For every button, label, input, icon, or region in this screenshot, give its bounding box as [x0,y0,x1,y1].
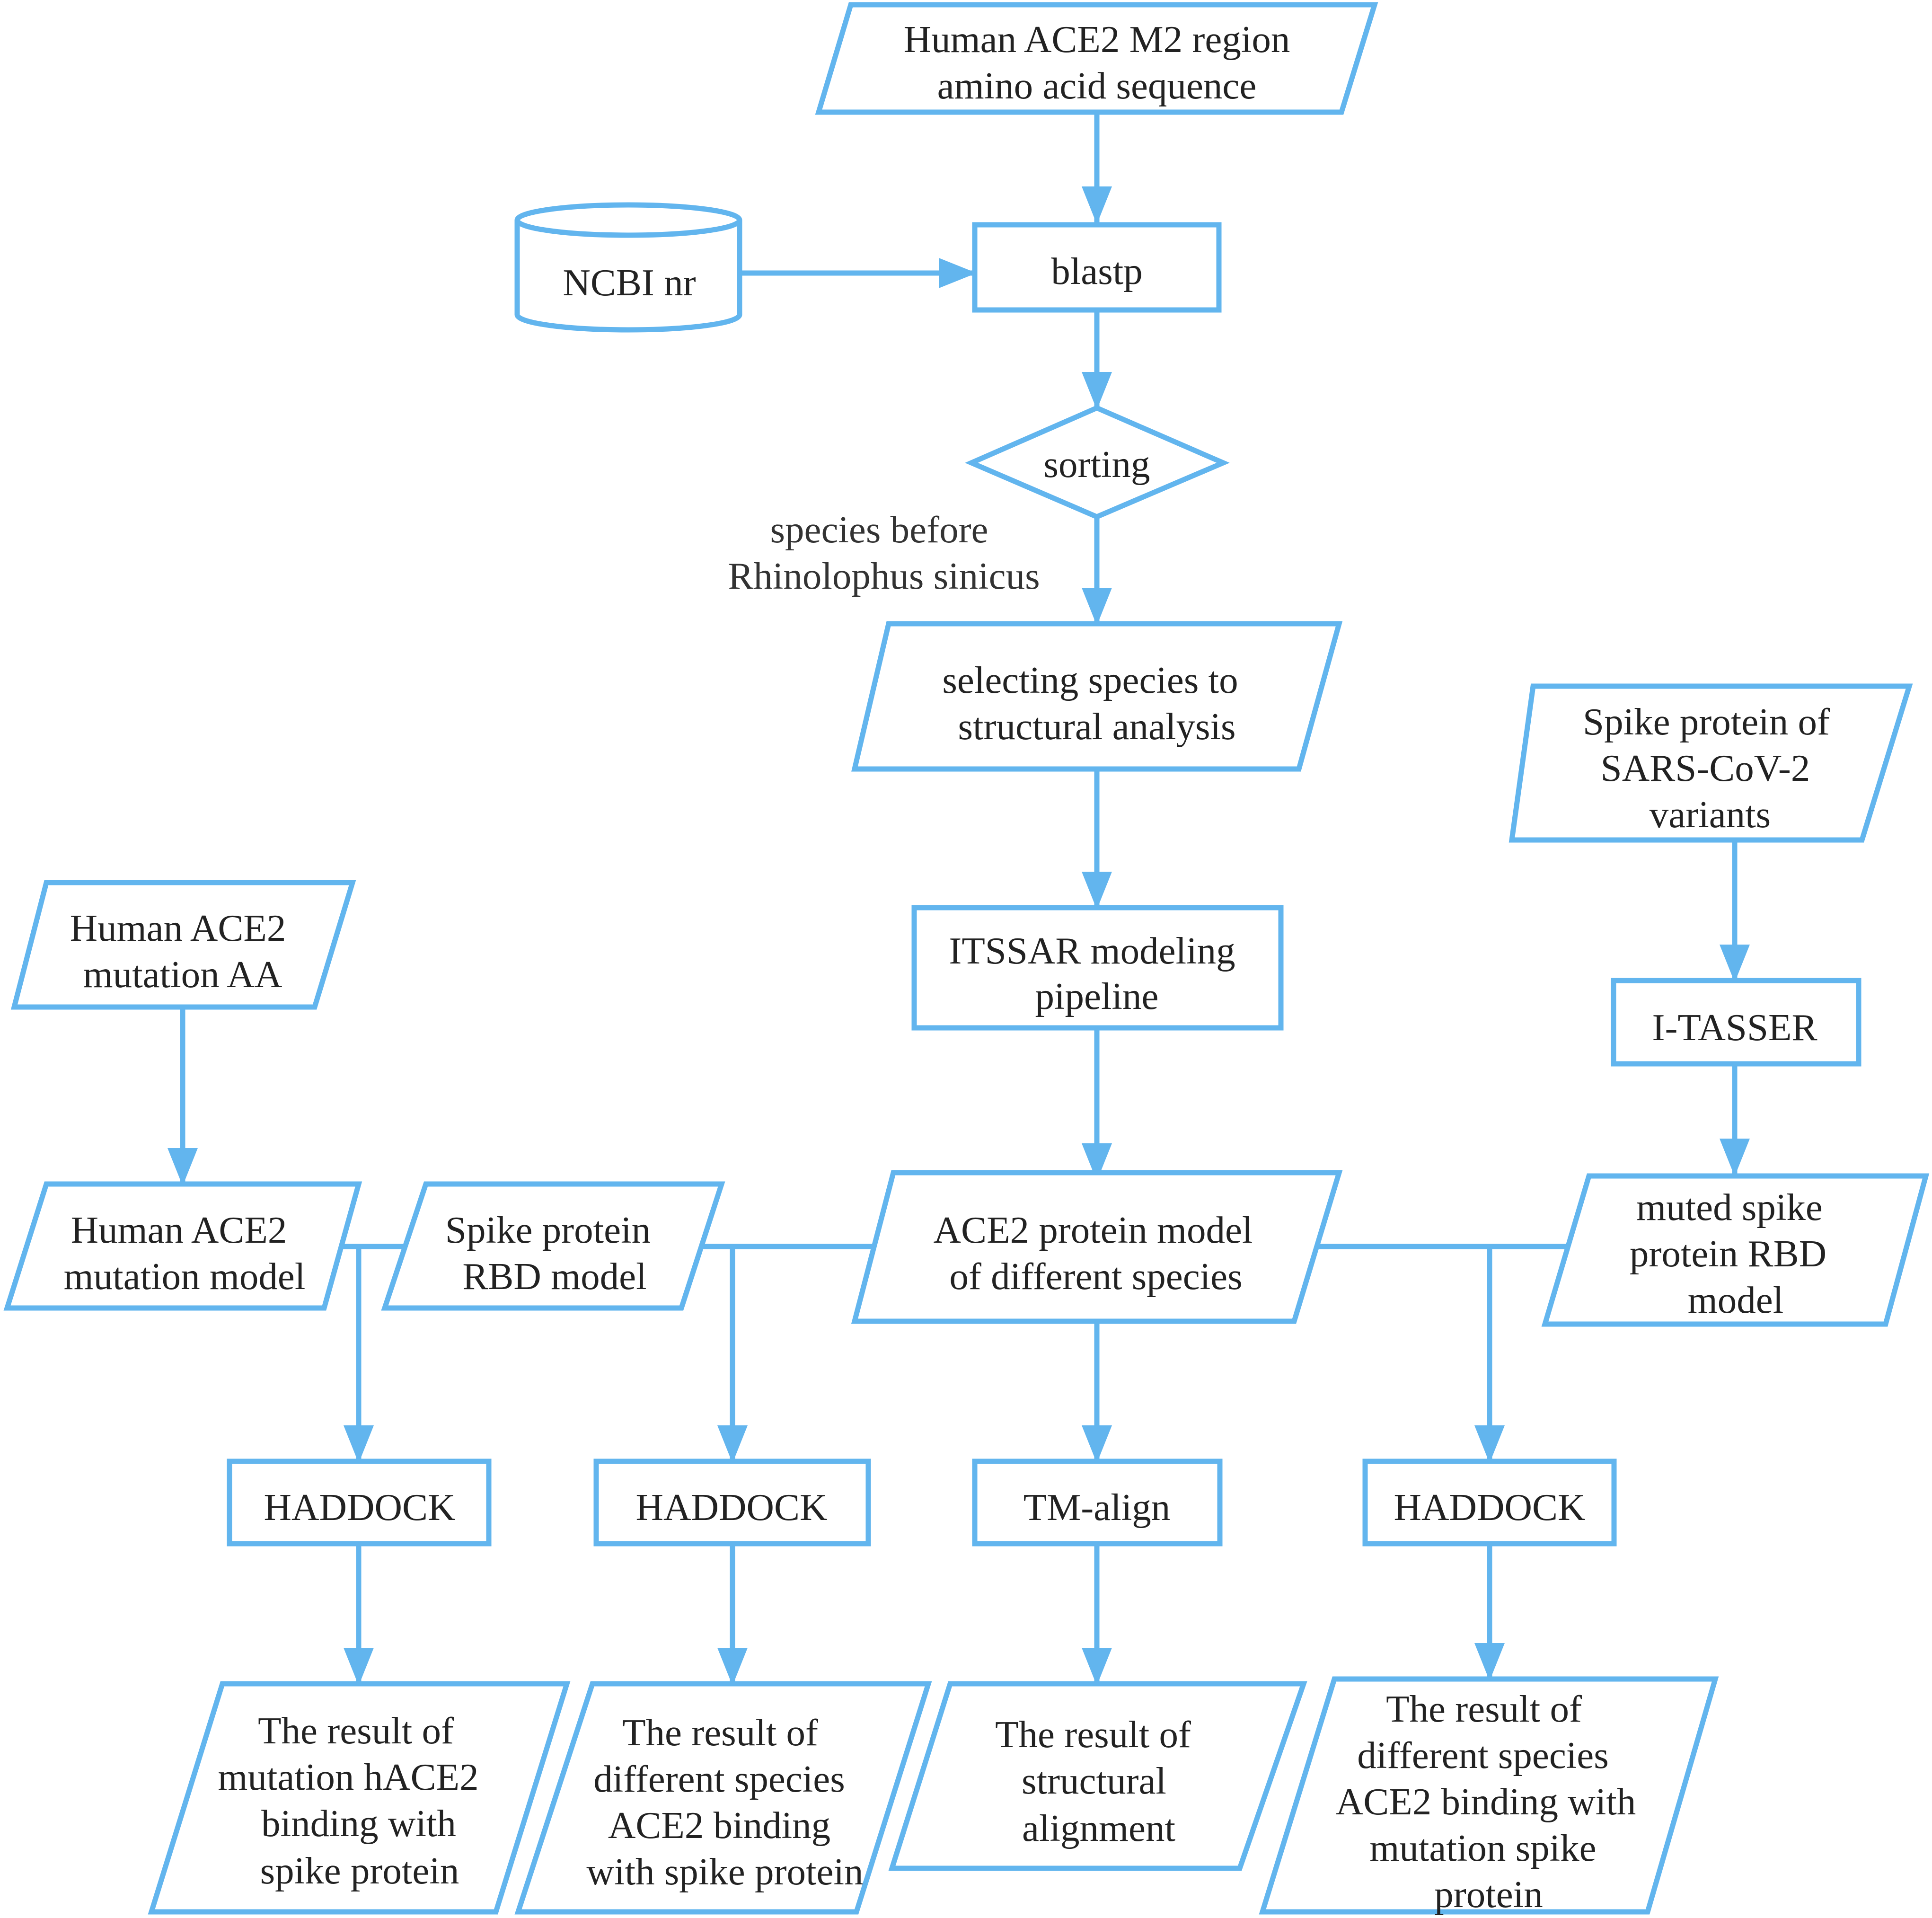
node-label: binding with [261,1802,456,1845]
node-label: SARS-CoV-2 [1601,747,1810,789]
rectangle-shape [227,1458,492,1547]
node-label: structural analysis [958,705,1235,748]
rectangle-shape [972,222,1222,313]
node-spike-variants: Spike protein of SARS-CoV-2 variants [1509,683,1913,843]
database-cylinder-icon [514,202,742,333]
node-label: amino acid sequence [937,64,1257,107]
node-selecting-species: selecting species to structural analysis [851,621,1343,772]
rectangle-shape [1611,978,1861,1067]
node-label: HADDOCK [1394,1486,1586,1529]
node-label: mutation AA [83,953,282,996]
node-result-structural-alignment: The result of structural alignment [888,1681,1307,1871]
node-label: Human ACE2 [70,907,286,949]
node-itssar-pipeline: ITSSAR modeling pipeline [911,905,1284,1031]
node-label: mutation spike [1369,1827,1596,1869]
node-label: variants [1650,793,1771,836]
node-label: muted spike [1636,1186,1823,1229]
rectangle-shape [972,1458,1223,1547]
parallelogram-shape [851,1170,1343,1324]
node-label: RBD model [462,1255,646,1298]
node-label: NCBI nr [563,261,696,304]
parallelogram-shape [381,1181,725,1311]
node-label: The result of [622,1711,818,1754]
node-label: Spike protein of [1583,700,1830,743]
node-label: pipeline [1035,975,1159,1017]
node-label: The result of [258,1709,454,1752]
parallelogram-shape [514,1681,932,1915]
node-label: with spike protein [587,1850,864,1893]
parallelogram-shape [10,880,356,1010]
node-result-species-mutation-spike: The result of different species ACE2 bin… [1259,1676,1719,1916]
node-hace2-mutation-aa: Human ACE2 mutation AA [10,880,356,1010]
parallelogram-shape [815,2,1378,115]
edge-label: Rhinolophus sinicus [728,555,1040,597]
parallelogram-shape [1509,683,1913,843]
parallelogram-shape [3,1181,362,1311]
node-label: Human ACE2 [71,1209,287,1251]
node-ncbi-nr: NCBI nr [514,202,742,333]
database-cylinder-rim [514,219,742,238]
node-label: structural [1022,1759,1166,1802]
node-label: model [1688,1279,1783,1321]
node-label: of different species [949,1255,1242,1298]
node-label: HADDOCK [636,1486,828,1529]
node-label: ACE2 protein model [934,1209,1253,1251]
node-label: Spike protein [445,1209,651,1251]
node-hace2-mutation-model: Human ACE2 mutation model [3,1181,362,1311]
parallelogram-shape [148,1681,571,1915]
edge-label: species before [770,508,988,551]
node-result-mutation-hace2: The result of mutation hACE2 binding wit… [148,1681,571,1915]
node-label: different species [1357,1734,1609,1777]
node-haddock-3: HADDOCK [1362,1458,1617,1547]
node-label: ACE2 binding [608,1804,830,1847]
node-label: mutation model [64,1255,306,1298]
node-label: The result of [1386,1688,1582,1730]
node-label: selecting species to [942,659,1238,701]
node-result-species-binding: The result of different species ACE2 bin… [514,1681,932,1915]
node-label: sorting [1043,443,1150,486]
nodes: Human ACE2 M2 region amino acid sequence… [3,2,1930,1916]
node-sorting: sorting [965,405,1230,520]
parallelogram-shape [1541,1173,1930,1327]
node-label: protein [1434,1873,1543,1916]
node-label: HADDOCK [264,1486,456,1529]
node-label: protein RBD [1630,1232,1826,1275]
node-haddock-2: HADDOCK [593,1458,871,1547]
parallelogram-shape [851,621,1343,772]
node-label: spike protein [260,1849,459,1892]
node-hace2-m2-sequence: Human ACE2 M2 region amino acid sequence [815,2,1378,115]
node-label: different species [593,1758,845,1800]
node-haddock-1: HADDOCK [227,1458,492,1547]
parallelogram-shape [888,1681,1307,1871]
edges [168,112,1750,1686]
node-label: blastp [1051,250,1142,292]
node-muted-rbd-model: muted spike protein RBD model [1541,1173,1930,1327]
node-label: ITSSAR modeling [949,929,1235,972]
node-spike-rbd-model: Spike protein RBD model [381,1181,725,1311]
parallelogram-shape [1259,1676,1719,1915]
node-label: alignment [1022,1807,1175,1849]
node-ace2-models: ACE2 protein model of different species [851,1170,1343,1324]
rectangle-shape [1362,1458,1617,1547]
node-itasser: I-TASSER [1611,978,1861,1067]
rectangle-shape [593,1458,871,1547]
node-label: ACE2 binding with [1336,1780,1636,1823]
node-label: I-TASSER [1652,1006,1817,1049]
node-blastp: blastp [972,222,1222,313]
node-tm-align: TM-align [972,1458,1223,1547]
rectangle-shape [911,905,1284,1031]
diamond-shape [965,405,1230,520]
node-label: Human ACE2 M2 region [904,18,1290,61]
node-label: The result of [995,1713,1191,1756]
edge-label-sorting: species before Rhinolophus sinicus [728,508,1040,597]
node-label: TM-align [1023,1486,1170,1529]
node-label: mutation hACE2 [218,1756,478,1798]
